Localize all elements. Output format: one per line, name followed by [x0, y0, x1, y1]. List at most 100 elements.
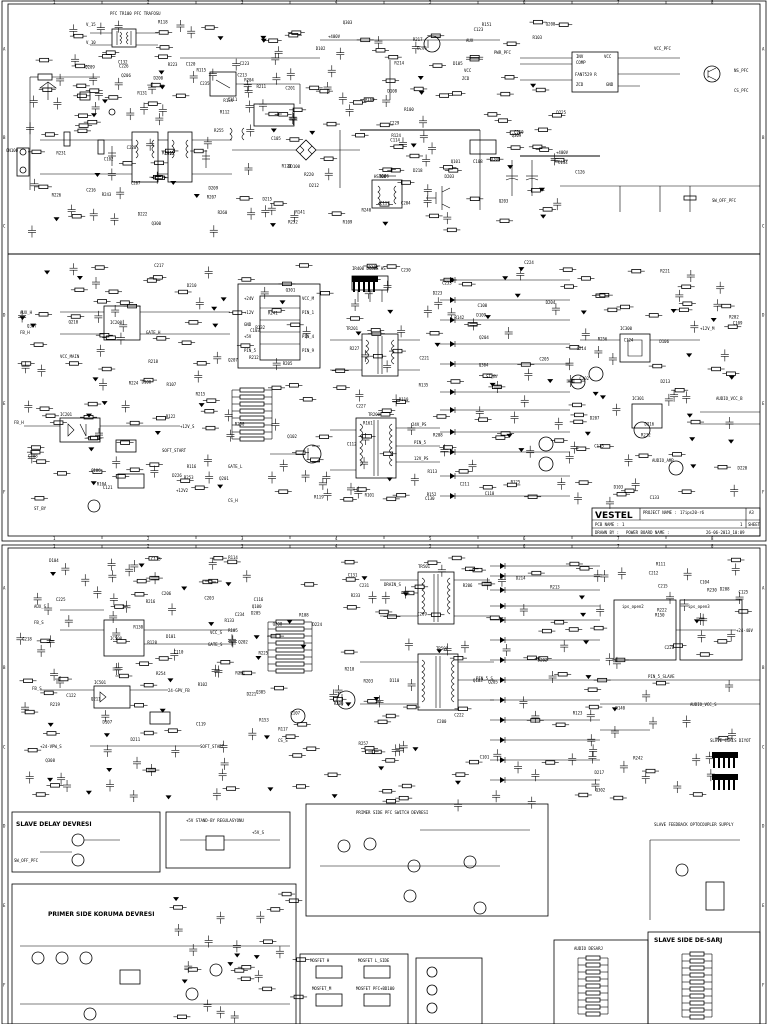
cs-pfc-label: CS_PFC [734, 88, 749, 93]
resistor [74, 287, 85, 292]
resistor [240, 976, 251, 981]
ref-designator: C108 [473, 159, 483, 164]
ref-designator: C110 [174, 650, 184, 655]
ref-designator: R112 [220, 110, 230, 115]
resistor [462, 281, 473, 287]
ground-symbol [260, 38, 267, 43]
ground-symbol [518, 267, 525, 272]
svg-text:ZCD: ZCD [576, 82, 584, 87]
resistor [429, 213, 439, 219]
sw-off-pfc-label: SW_OFF_PFC [712, 198, 737, 203]
tr201-label: TR201 [346, 326, 359, 331]
ground-symbol [454, 780, 461, 785]
ref-designator: R103 [532, 35, 542, 40]
ref-designator: C206 [162, 591, 172, 596]
column-marker: 2 [147, 536, 150, 541]
drawn-value: POWER BOARD NAME : [626, 530, 669, 535]
ref-designator: D207 [590, 416, 600, 421]
resistor [386, 614, 397, 619]
svg-text:PIN_5: PIN_5 [414, 440, 427, 445]
ref-designator: C208 [28, 454, 38, 459]
ground-symbol [53, 217, 60, 222]
ref-designator: R121 [282, 164, 292, 169]
resistor [69, 361, 79, 366]
pfc-transformer: PFC TR100 PFC TRAFOSU V_15 V_10 [86, 11, 161, 48]
resistor [648, 313, 659, 318]
ref-designator: Q305 [256, 690, 266, 695]
title-block: VESTEL PROJECT NAME : 17ips20-r6 A3 PCB … [591, 507, 761, 537]
ground-symbol [402, 592, 409, 597]
resistor [134, 592, 145, 597]
diode [500, 573, 505, 579]
ref-designator: D109 [476, 312, 486, 317]
ref-designator: R252 [288, 219, 298, 224]
resistor [97, 299, 107, 304]
ref-designator: D216 [644, 422, 654, 427]
resistor [134, 703, 144, 708]
tr201-transformer: TR201 [330, 326, 420, 377]
row-marker: C [762, 744, 765, 749]
ground-symbol [253, 955, 260, 960]
ground-symbol [158, 70, 165, 75]
resistor [268, 38, 279, 43]
ref-designator: R211 [256, 84, 266, 89]
resistor [319, 434, 329, 439]
resistor [154, 160, 164, 166]
resistor [39, 57, 50, 63]
resistor [76, 83, 87, 89]
ref-designator: C223 [240, 61, 250, 66]
pin-5-label: PIN_5 [244, 348, 257, 353]
ground-symbol [286, 619, 293, 624]
ground-symbol [101, 99, 108, 104]
ground-symbol [234, 953, 241, 958]
ref-designator: D213 [661, 379, 671, 384]
ref-designator: R107 [167, 382, 177, 387]
ref-designator: D208 [720, 586, 730, 591]
resistor [46, 731, 57, 736]
resistor [108, 95, 119, 100]
resistor [689, 1007, 705, 1013]
resistor [498, 118, 508, 123]
resistor [429, 331, 440, 336]
resistor [320, 291, 330, 296]
ref-designator: D224 [312, 622, 322, 627]
aux-label: AUX [466, 38, 474, 43]
cs-s-label: CS_S [278, 738, 288, 743]
ref-designator: D222 [138, 212, 148, 217]
diode [450, 361, 455, 367]
resistor [386, 799, 396, 804]
resistor [375, 48, 386, 53]
fb-s-label: FB_S [34, 620, 44, 625]
column-marker: 2 [147, 544, 150, 549]
ref-designator: D204 [546, 300, 556, 305]
ref-designator: D103 [614, 484, 624, 489]
ref-designator: R104 [97, 482, 107, 487]
resistor [458, 706, 468, 711]
diode [500, 587, 505, 593]
resistor [70, 314, 81, 319]
ref-designator: Q211 [91, 697, 101, 702]
resistor [401, 783, 412, 789]
resistor [194, 485, 205, 490]
resistor [89, 88, 100, 93]
row-marker: E [3, 903, 6, 908]
resistor [398, 795, 409, 801]
slave-feedback-supply: SLAVE FEEDBACK OPTOCOUPLER SUPPLY [649, 822, 740, 920]
resistor [206, 398, 217, 403]
ground-symbol [417, 76, 424, 81]
resistor [535, 87, 546, 93]
resistor [275, 626, 305, 632]
resistor [699, 652, 710, 657]
resistor [239, 436, 265, 442]
resistor [469, 196, 480, 201]
resistor [150, 82, 161, 88]
resistor [240, 343, 251, 348]
ic300-label: IC300 [620, 326, 633, 331]
resistor [455, 772, 466, 777]
ref-designator: C122 [66, 693, 76, 698]
ref-designator: C234 [235, 612, 245, 617]
ground-symbol [263, 735, 270, 740]
diode [450, 449, 455, 455]
diode [500, 757, 505, 763]
resistor [593, 625, 604, 631]
